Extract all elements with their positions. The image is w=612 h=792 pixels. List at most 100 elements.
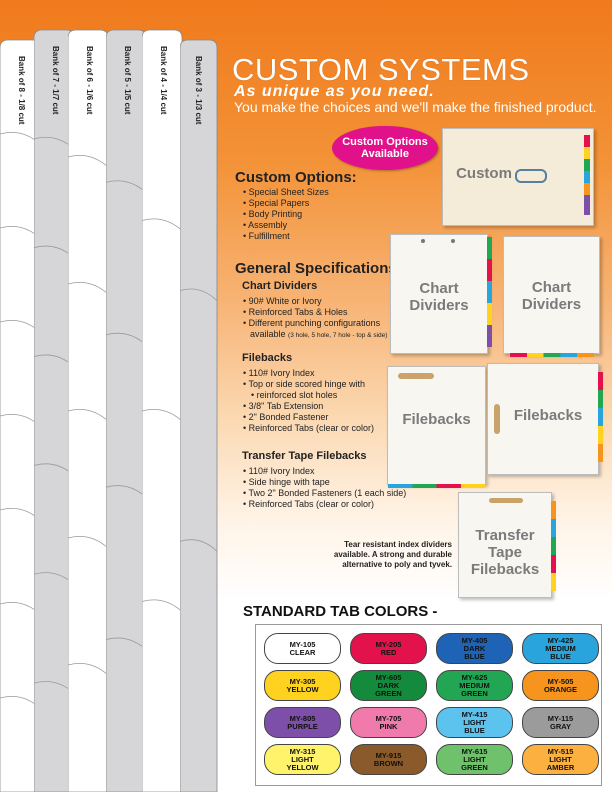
fileback-image-1: Filebacks xyxy=(387,366,486,488)
color-name: YELLOW xyxy=(286,762,319,772)
transfer-list: 110# Ivory Index Side hinge with tape Tw… xyxy=(243,466,407,510)
chart-dividers-heading: Chart Dividers xyxy=(242,280,318,292)
list-item: Top or side scored hinge with xyxy=(243,379,374,390)
list-item: 2" Bonded Fastener xyxy=(243,412,374,423)
divider-tabs xyxy=(388,484,485,488)
color-name: BROWN xyxy=(373,758,404,768)
label-line: Dividers xyxy=(521,296,582,313)
tab-notch xyxy=(68,281,109,295)
tab-notch xyxy=(68,535,109,549)
chart-dividers-list: 90# White or Ivory Reinforced Tabs & Hol… xyxy=(243,296,380,329)
color-name: LIGHT xyxy=(549,754,572,764)
label-line: Dividers xyxy=(409,297,469,314)
color-name: AMBER xyxy=(546,762,575,772)
tab-notch xyxy=(68,154,109,168)
fastener-icon xyxy=(515,169,547,183)
color-name: PURPLE xyxy=(287,721,318,731)
tab-bank-shape xyxy=(142,29,183,792)
tab-notch xyxy=(180,539,218,552)
color-code: MY-805 xyxy=(289,713,316,723)
tab-bank-label: Bank of 5 - 1/5 cut xyxy=(123,46,132,115)
color-name: DARK xyxy=(463,643,486,653)
tab-bank-shape xyxy=(34,29,75,792)
tab-notch xyxy=(68,408,109,422)
transfer-heading: Transfer Tape Filebacks xyxy=(242,450,367,462)
tab-bank-label: Bank of 4 - 1/4 cut xyxy=(159,46,168,115)
divider-sheet xyxy=(106,29,147,792)
color-code: MY-115 xyxy=(547,713,574,723)
divider-tabs xyxy=(487,237,492,347)
tab-notch xyxy=(142,218,183,231)
fileback-image-2: Filebacks xyxy=(487,363,603,475)
list-item: 110# Ivory Index xyxy=(243,368,374,379)
page-title: CUSTOM SYSTEMS xyxy=(232,52,530,87)
fileback-label-1: Filebacks xyxy=(402,411,471,428)
tab-bank-label: Bank of 8 - 1/8 cut xyxy=(17,56,26,125)
color-name: BLUE xyxy=(464,725,485,735)
list-item: Reinforced Tabs (clear or color) xyxy=(243,499,406,510)
chart-dividers-note: available (3 hole, 5 hole, 7 hole - top … xyxy=(250,329,387,339)
color-name: LIGHT xyxy=(291,754,314,764)
chart-dividers-label-1: Chart Dividers xyxy=(391,280,487,314)
color-name: MEDIUM xyxy=(545,643,576,653)
color-name: YELLOW xyxy=(286,684,319,694)
list-item: Special Sheet Sizes xyxy=(243,187,329,198)
tab-notch xyxy=(142,408,183,422)
label-line: Chart xyxy=(419,280,459,297)
chart-dividers-label-2: Chart Dividers xyxy=(504,279,599,313)
color-code: MY-625 xyxy=(461,672,488,682)
color-code: MY-705 xyxy=(375,713,402,723)
list-item: Reinforced Tabs & Holes xyxy=(243,307,380,318)
color-name: GREEN xyxy=(461,688,488,698)
color-code: MY-105 xyxy=(289,639,316,649)
custom-label: Custom xyxy=(456,165,512,182)
intro-text: You make the choices and we'll make the … xyxy=(234,99,597,115)
color-name: DARK xyxy=(377,680,400,690)
divider-sheet xyxy=(180,39,218,792)
chart-extra-small: (3 hole, 5 hole, 7 hole - top & side) xyxy=(288,332,388,339)
color-name: PINK xyxy=(379,721,398,731)
note-line: alternative to poly and tyvek. xyxy=(342,560,452,569)
tab-bank-shape xyxy=(180,39,218,792)
color-code: MY-615 xyxy=(461,746,488,756)
chart-dividers-image-1: Chart Dividers xyxy=(390,234,492,354)
color-name: GREEN xyxy=(375,688,402,698)
filebacks-heading: Filebacks xyxy=(242,352,293,364)
fileback-label-2: Filebacks xyxy=(513,407,583,424)
color-name: RED xyxy=(380,647,397,657)
color-code: MY-205 xyxy=(375,639,402,649)
list-item: reinforced slot holes xyxy=(243,390,374,401)
divider-tabs xyxy=(598,372,603,462)
list-item: Reinforced Tabs (clear or color) xyxy=(243,423,374,434)
tab-bank-shape xyxy=(68,29,109,792)
color-code: MY-915 xyxy=(375,750,402,760)
color-code: MY-425 xyxy=(547,635,574,645)
list-item: Two 2" Bonded Fasteners (1 each side) xyxy=(243,488,407,499)
custom-options-list: Special Sheet Sizes Special Papers Body … xyxy=(243,187,329,242)
list-item: Different punching configurations xyxy=(243,318,380,329)
color-name: ORANGE xyxy=(544,684,577,694)
color-code: MY-405 xyxy=(461,635,488,645)
color-name: CLEAR xyxy=(289,647,316,657)
tear-resistant-note: Tear resistant index dividers available.… xyxy=(312,540,452,570)
label-line: Filebacks xyxy=(470,561,540,578)
punch-hole-icon xyxy=(451,239,455,243)
color-name: GRAY xyxy=(550,721,571,731)
punch-hole-icon xyxy=(421,239,425,243)
fastener-icon xyxy=(489,498,523,503)
label-line: Transfer xyxy=(475,527,535,544)
list-item: Assembly xyxy=(243,220,329,231)
color-code: MY-315 xyxy=(289,746,316,756)
list-item: 3/8" Tab Extension xyxy=(243,401,374,412)
note-line: available. A strong and durable xyxy=(333,550,452,559)
divider-tabs xyxy=(551,501,556,591)
